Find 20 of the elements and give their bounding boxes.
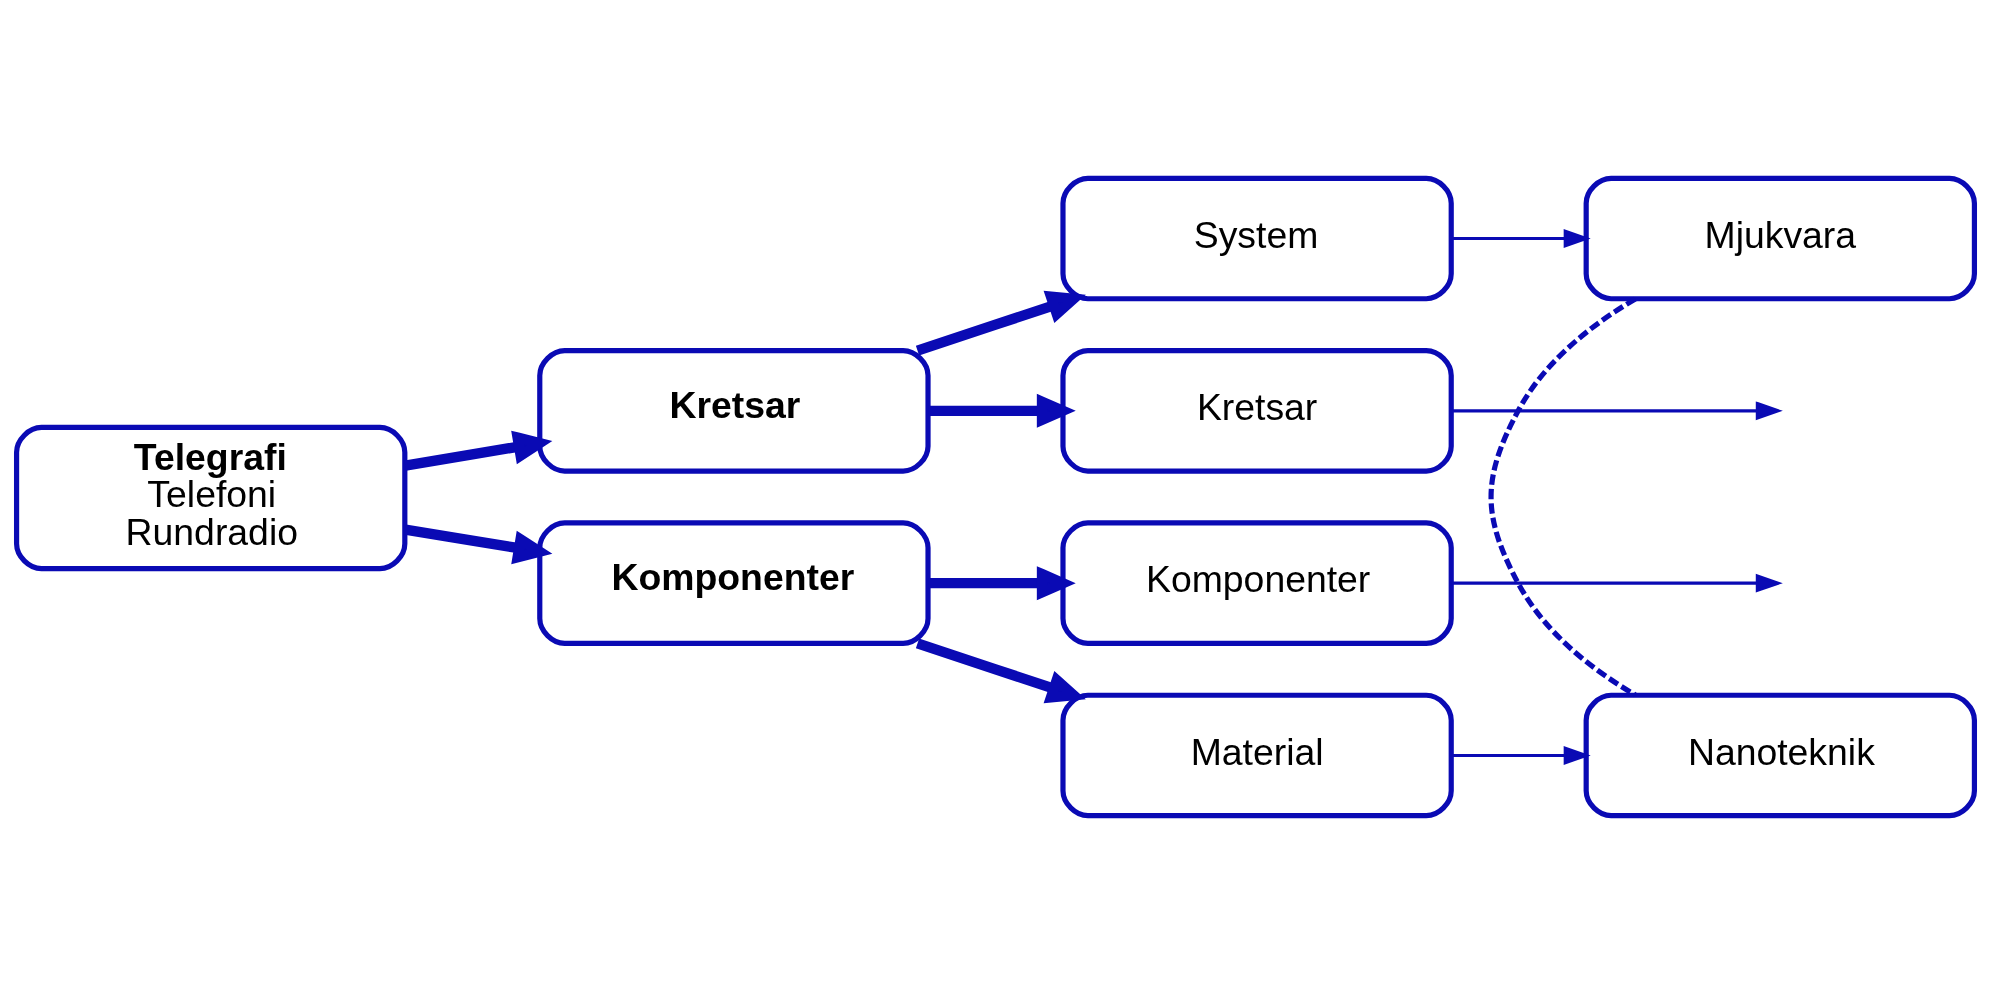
node-box: Kretsar bbox=[537, 348, 931, 474]
arrow bbox=[928, 393, 1076, 428]
arrow bbox=[928, 566, 1076, 601]
node-box: Kretsar bbox=[1060, 348, 1454, 474]
node-box: System bbox=[1060, 175, 1454, 302]
arrow bbox=[1451, 401, 1783, 421]
node-box: Nanoteknik bbox=[1583, 692, 1977, 819]
arrow bbox=[1451, 573, 1783, 593]
arrow bbox=[404, 430, 553, 471]
connector bbox=[1488, 296, 1637, 698]
node-box: Mjukvara bbox=[1583, 175, 1977, 302]
node-box: Material bbox=[1060, 692, 1454, 819]
arrow bbox=[915, 638, 1086, 704]
arrow bbox=[1451, 229, 1591, 248]
arrow bbox=[1451, 746, 1591, 765]
arrow bbox=[404, 524, 553, 565]
node-box: Komponenter bbox=[537, 520, 931, 646]
node-box: Telegrafi Telefoni Rundradio bbox=[14, 424, 408, 572]
node-box: Komponenter bbox=[1060, 520, 1454, 646]
arrow bbox=[915, 290, 1086, 356]
